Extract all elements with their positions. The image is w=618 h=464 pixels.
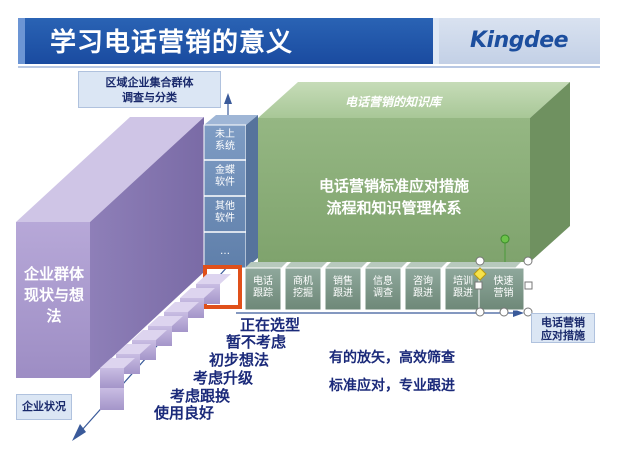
knowledge-base-label: 电话营销标准应对措施 流程和知识管理体系 <box>262 175 526 219</box>
knowledge-base-title: 电话营销的知识库 <box>345 95 442 109</box>
stage-label-5: 考虑跟换 <box>170 387 231 405</box>
purple-block-label: 企业群体 现状与想法 <box>18 264 90 327</box>
knowledge-base-line1: 电话营销标准应对措施 <box>318 177 469 195</box>
action-cells <box>244 262 525 311</box>
title-bar-accent <box>18 18 25 64</box>
knowledge-base-block <box>258 82 570 262</box>
stage-label-1: 正在选型 <box>240 316 301 334</box>
axis-label-measures-line1: 电话营销 <box>541 316 585 329</box>
kingdee-logo: Kingdee <box>470 28 569 53</box>
page-title: 学习电话营销的意义 <box>50 28 294 58</box>
system-cell-1: 未上 系统 <box>215 129 235 152</box>
stage-steps <box>100 274 231 410</box>
action-cell-1: 电话 跟踪 <box>253 276 273 299</box>
axis-label-region-line1: 区域企业集合群体 <box>105 76 194 89</box>
purple-block-line1: 企业群体 <box>23 265 84 283</box>
logo-panel <box>439 18 600 64</box>
title-bar <box>18 18 433 64</box>
knowledge-base-line2: 流程和知识管理体系 <box>326 199 462 217</box>
action-cell-5: 咨询 跟进 <box>413 276 433 299</box>
axis-label-region-line2: 调查与分类 <box>122 91 177 104</box>
action-cell-6: 培训 跟进 <box>453 276 473 299</box>
selection-handles <box>473 234 533 317</box>
axis-label-region: 区域企业集合群体 调查与分类 <box>78 71 221 108</box>
stage-label-4: 考虑升级 <box>193 369 254 387</box>
systems-column <box>203 115 258 269</box>
axis-label-measures: 电话营销 应对措施 <box>531 313 595 343</box>
axis-horizontal <box>236 309 524 317</box>
axis-label-measures-line2: 应对措施 <box>541 329 585 342</box>
axis-label-status: 企业状况 <box>16 394 72 420</box>
header-underline <box>18 66 600 68</box>
action-cell-2: 商机 挖掘 <box>293 276 313 299</box>
stage-label-3: 初步想法 <box>209 351 270 369</box>
action-cell-4: 信息 调查 <box>373 276 393 299</box>
note-line-2: 标准应对，专业跟进 <box>329 378 455 394</box>
action-cell-7: 快速 营销 <box>493 276 514 299</box>
action-cell-3: 销售 跟进 <box>333 276 353 299</box>
note-line-1: 有的放矢，高效筛查 <box>329 350 455 366</box>
system-cell-4: … <box>220 246 230 257</box>
header-separator <box>433 18 439 64</box>
system-cell-2: 金蝶 软件 <box>215 165 235 188</box>
purple-block <box>16 117 204 378</box>
system-cell-3: 其他 软件 <box>215 201 235 224</box>
purple-block-line2: 现状与想法 <box>23 286 84 325</box>
stage-label-6: 使用良好 <box>154 404 215 422</box>
stage-label-2: 暂不考虑 <box>226 333 287 351</box>
